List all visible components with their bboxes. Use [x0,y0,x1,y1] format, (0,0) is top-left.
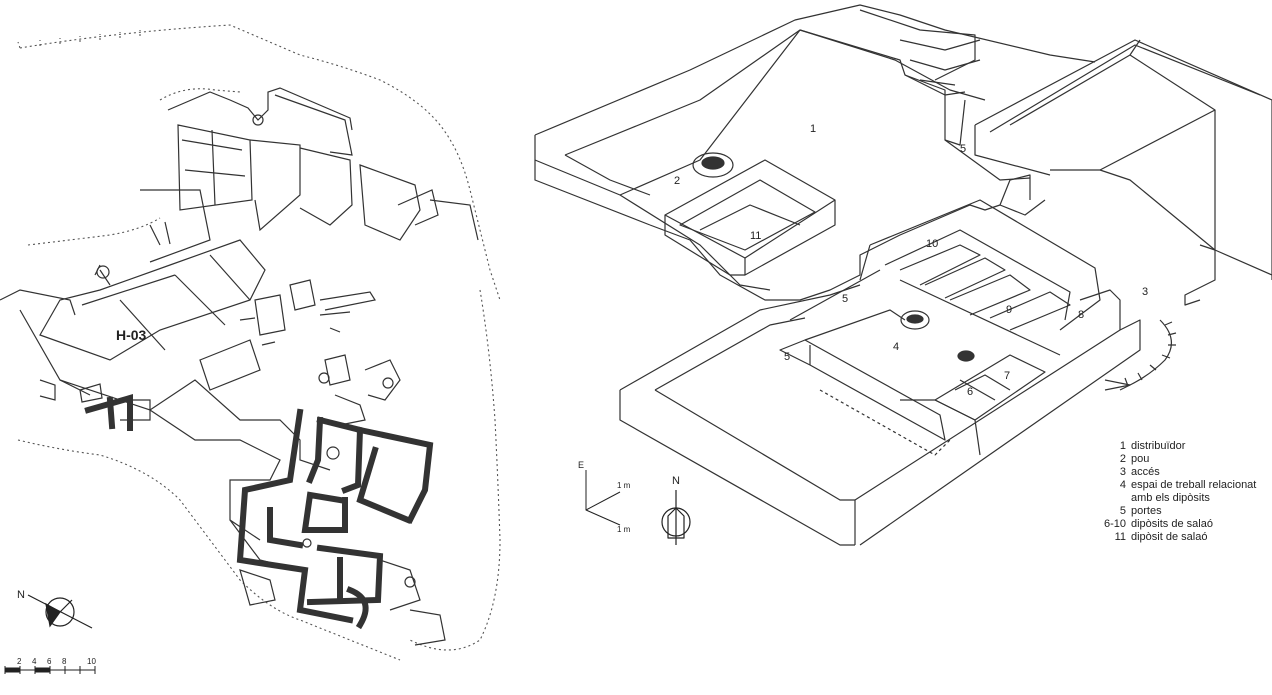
axonometric-view: 1 2 3 4 5 5 5 6 7 8 9 10 11 E 1 m 1 m [534,4,1272,546]
area-label-9: 9 [1006,304,1012,316]
legend-text: espai de treball relacionat amb els dipò… [1131,479,1257,504]
axis-x-label: 1 m [617,481,631,490]
axis-vertical-label: E [578,460,584,470]
area-label-4: 4 [893,341,899,353]
plan-scale-tick: 10 [87,657,96,666]
legend-item: 2 pou [1098,453,1270,466]
plan-scale-tick: 6 [47,657,52,666]
legend-number: 6-10 [1103,518,1126,530]
legend-number: 5 [1119,505,1126,517]
area-label-8: 8 [1078,309,1084,321]
legend-text: distribuïdor [1131,440,1186,452]
area-label-5: 5 [842,293,848,305]
area-label-5: 5 [960,143,966,155]
small-well [957,350,975,362]
plan-scale-bar: 2 4 6 8 10 [4,657,96,674]
area-label-11: 11 [750,230,761,242]
area-label-5: 5 [784,351,790,363]
plan-scale-tick: 2 [17,657,22,666]
plan-scale-tick: 8 [62,657,67,666]
legend-text: portes [1131,505,1162,517]
legend-text: pou [1131,453,1150,465]
axis-y-label: 1 m [617,525,631,534]
site-plan: H-03 N 2 4 6 8 10 [0,24,501,674]
area-label-10: 10 [926,238,938,250]
plan-north-label: N [17,589,25,601]
axo-north-arrow: N [661,475,691,545]
legend: 1 distribuïdor 2 pou 3 accés 4 espai de … [1098,440,1270,544]
site-boundary [17,24,501,661]
axis-indicator: E 1 m 1 m [578,460,631,534]
legend-number: 2 [1119,453,1126,465]
well-4 [900,310,930,330]
wall-outlines [0,87,479,646]
well-2 [692,152,734,178]
legend-text: dipòsit de salaó [1131,531,1208,543]
legend-text: dipòsits de salaó [1131,518,1213,530]
legend-item: 3 accés [1098,466,1270,479]
area-label-7: 7 [1004,370,1010,382]
legend-number: 4 [1119,479,1126,491]
legend-number: 3 [1119,466,1126,478]
area-label-6: 6 [967,386,973,398]
legend-item: 11 dipòsit de salaó [1098,531,1270,544]
plan-wells [96,114,416,588]
plan-north-arrow: N [17,589,93,629]
legend-item: 1 distribuïdor [1098,440,1270,453]
legend-item: 6-10 dipòsits de salaó [1098,518,1270,531]
highlighted-structure [84,394,434,630]
area-label-1: 1 [810,123,816,135]
plan-sector-label: H-03 [116,327,147,343]
legend-item: 5 portes [1098,505,1270,518]
legend-number: 1 [1119,440,1126,452]
legend-text: accés [1131,466,1160,478]
legend-number: 11 [1114,531,1126,543]
area-label-2: 2 [674,175,680,187]
legend-item: 4 espai de treball relacionat amb els di… [1098,479,1270,505]
entrance-steps [1104,319,1177,391]
plan-scale-tick: 4 [32,657,37,666]
area-label-3: 3 [1142,286,1148,298]
axo-north-label: N [672,475,680,487]
